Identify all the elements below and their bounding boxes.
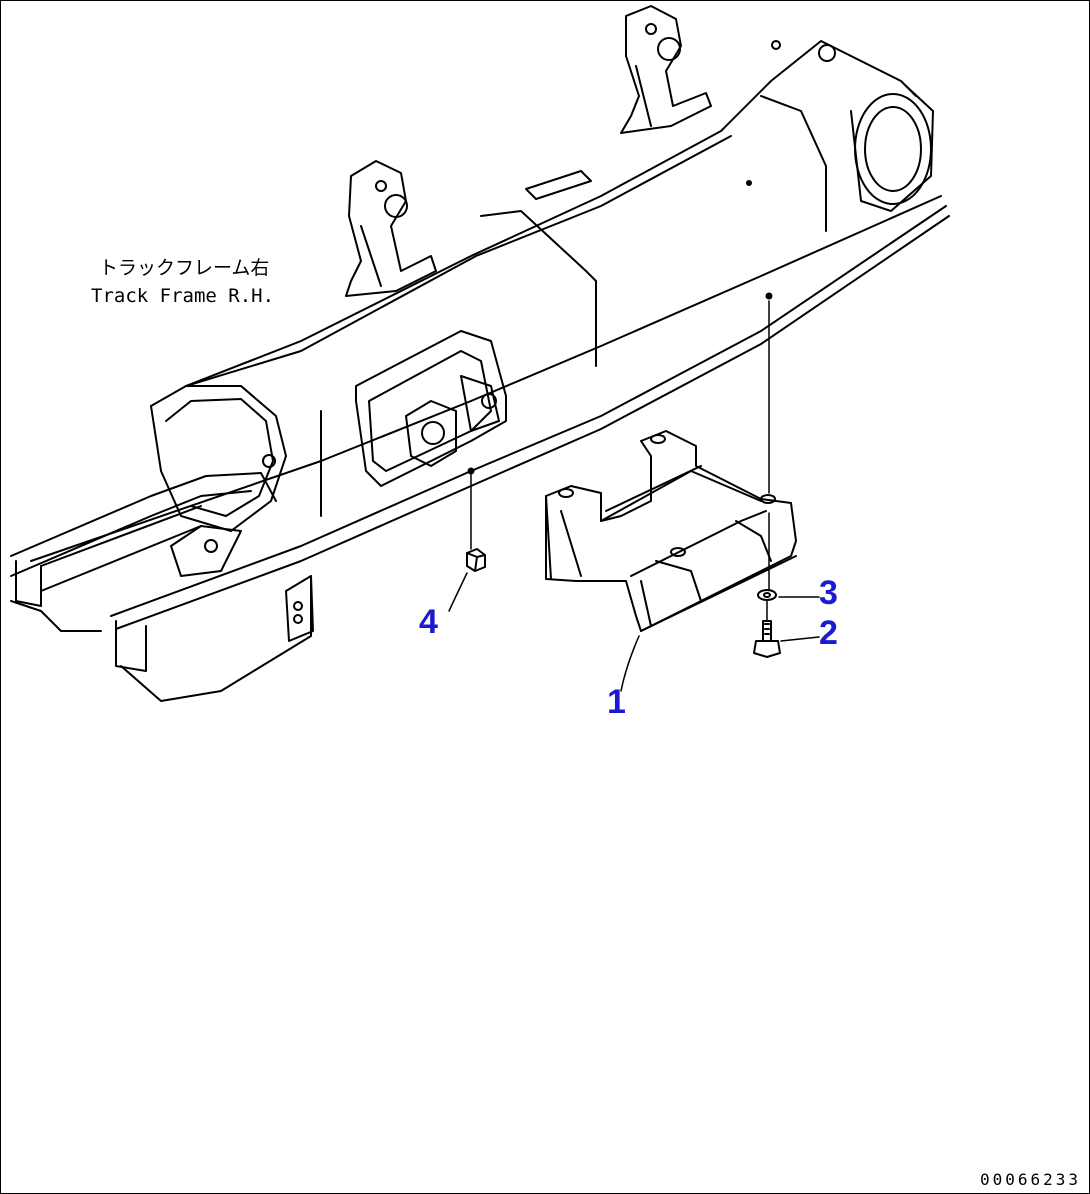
- top-bracket-left: [345, 160, 437, 297]
- plug-part-4: [466, 548, 486, 572]
- washer-part-3: [757, 589, 777, 601]
- callout-part-4: 4: [419, 603, 438, 641]
- leader-lines: [448, 300, 820, 692]
- track-frame: [10, 40, 950, 702]
- guard-assembly-part-1: [545, 430, 797, 632]
- title-japanese: トラックフレーム右: [99, 257, 270, 279]
- callout-part-1: 1: [607, 683, 626, 721]
- bolt-part-2: [753, 620, 781, 658]
- drawing-number: 00066233: [979, 1170, 1081, 1189]
- top-bracket-right: [620, 5, 712, 134]
- title-english: Track Frame R.H.: [91, 285, 275, 307]
- callout-part-2: 2: [819, 614, 838, 652]
- callout-part-3: 3: [819, 574, 838, 612]
